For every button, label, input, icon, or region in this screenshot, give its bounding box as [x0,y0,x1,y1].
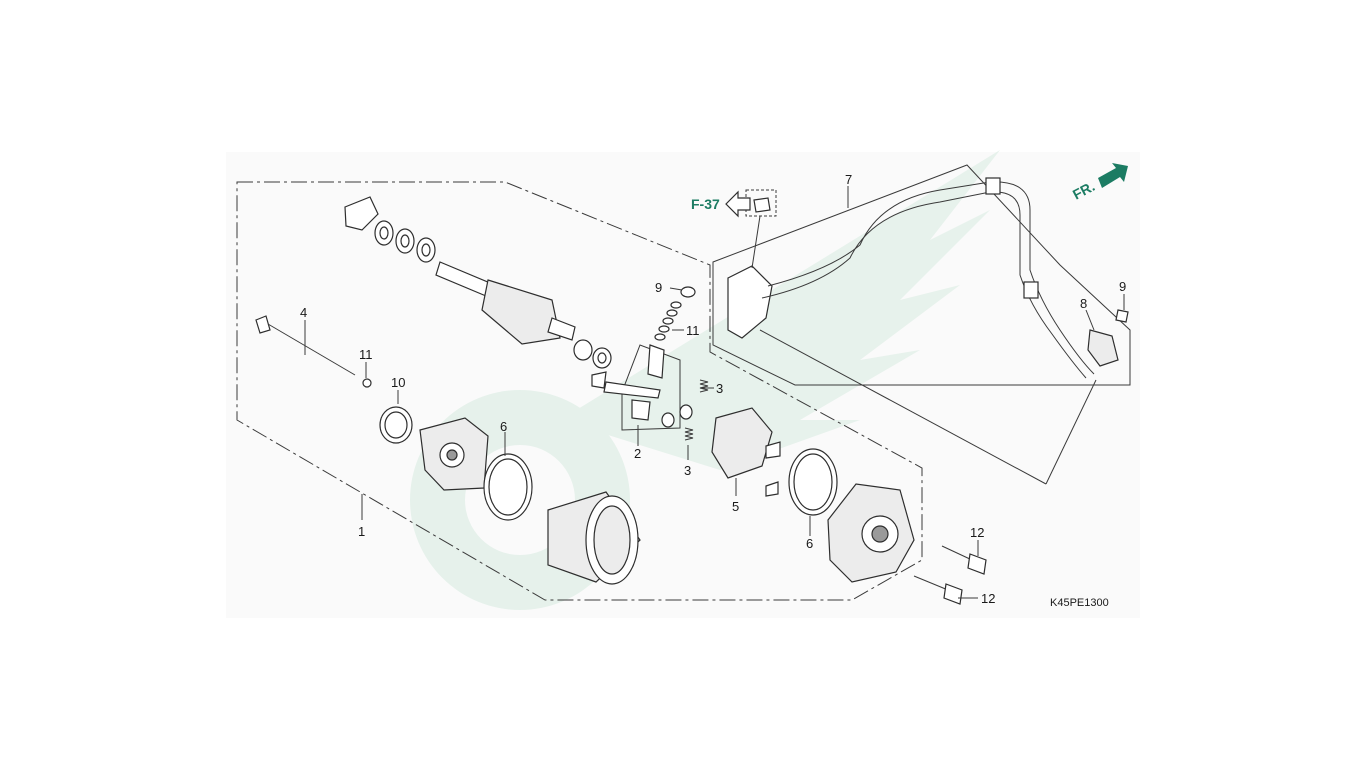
leader-lines [304,186,1125,599]
cable-outline [712,164,1131,386]
callout-12-upper: 12 [970,525,984,540]
armature [344,196,612,369]
f37-reference [725,189,777,269]
callout-6-left: 6 [500,419,507,434]
callout-5: 5 [732,499,739,514]
through-bolt [255,315,372,388]
starter-cable [727,177,1095,379]
front-cover [379,406,489,491]
terminal-set [591,344,693,431]
callout-numbers: 1 2 3 3 4 5 6 6 7 8 9 9 10 11 11 12 12 [300,172,1126,606]
callout-4: 4 [300,305,307,320]
callout-3-lower: 3 [684,463,691,478]
callout-9-right: 9 [1119,279,1126,294]
callout-1: 1 [358,524,365,539]
starter-assembly-outline [236,181,923,601]
small-washers [654,286,696,341]
front-direction-arrow-icon [1098,163,1128,188]
callout-10: 10 [391,375,405,390]
callout-9-left: 9 [655,280,662,295]
brush-holder [711,407,781,497]
arrow-left-icon [725,190,751,218]
callout-8: 8 [1080,296,1087,311]
motor-yoke [547,491,641,585]
terminal-cap [1087,309,1129,367]
callout-3-upper: 3 [716,381,723,396]
callout-12-lower: 12 [981,591,995,606]
callout-11-right: 11 [686,323,700,338]
brush-springs [684,379,709,441]
callout-7: 7 [845,172,852,187]
callout-11-left: 11 [359,347,373,362]
rear-housing [827,483,915,583]
drawing-code: K45PE1300 [1050,597,1109,609]
callout-6-right: 6 [806,536,813,551]
mounting-bolts [913,545,987,605]
ref-page-label: F-37 [691,196,720,212]
callout-2: 2 [634,446,641,461]
